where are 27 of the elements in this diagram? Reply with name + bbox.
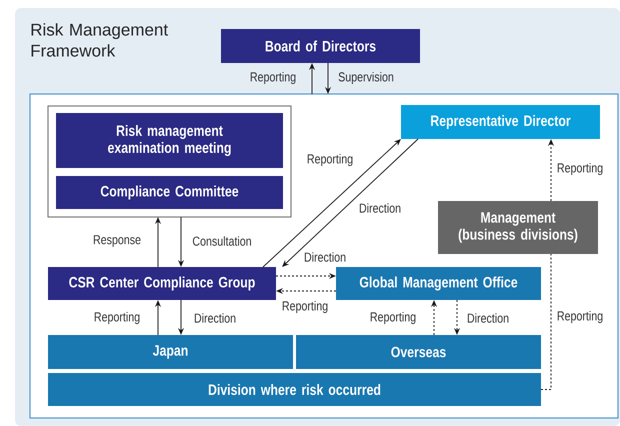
edge-label: Reporting	[248, 70, 298, 86]
group-box: CSR Center Compliance Group	[48, 267, 276, 300]
edge-label: Reporting	[306, 152, 354, 168]
edge-label: Consultation	[191, 235, 253, 247]
edge-label: Direction	[466, 312, 510, 324]
office-box: Global Management Office	[336, 267, 541, 300]
edge-label: Supervision	[337, 70, 395, 86]
committee-box: Compliance Committee	[56, 176, 283, 209]
arrow	[262, 139, 401, 268]
arrow	[282, 138, 418, 267]
division-box: Division where risk occurred	[48, 373, 541, 406]
region-box: Japan	[48, 335, 293, 369]
board-box: Board of Directors	[221, 29, 420, 63]
director-box: Representative Director	[401, 105, 600, 139]
meeting-box: Risk management examination meeting	[56, 113, 283, 168]
edge-label: Response	[92, 234, 142, 248]
diagram-title: Risk Management Framework	[32, 23, 168, 57]
edge-label: Reporting	[92, 310, 142, 326]
edge-label: Reporting	[556, 162, 604, 176]
edge-label: Reporting	[368, 310, 418, 326]
region-box: Overseas	[296, 335, 541, 369]
edge-label: Direction	[192, 312, 238, 324]
management-box: Management (business divisions)	[438, 201, 598, 254]
edge-label: Reporting	[556, 310, 604, 324]
edge-label: Direction	[302, 251, 348, 263]
edge-label: Direction	[358, 202, 402, 214]
edge-label: Reporting	[280, 300, 330, 314]
